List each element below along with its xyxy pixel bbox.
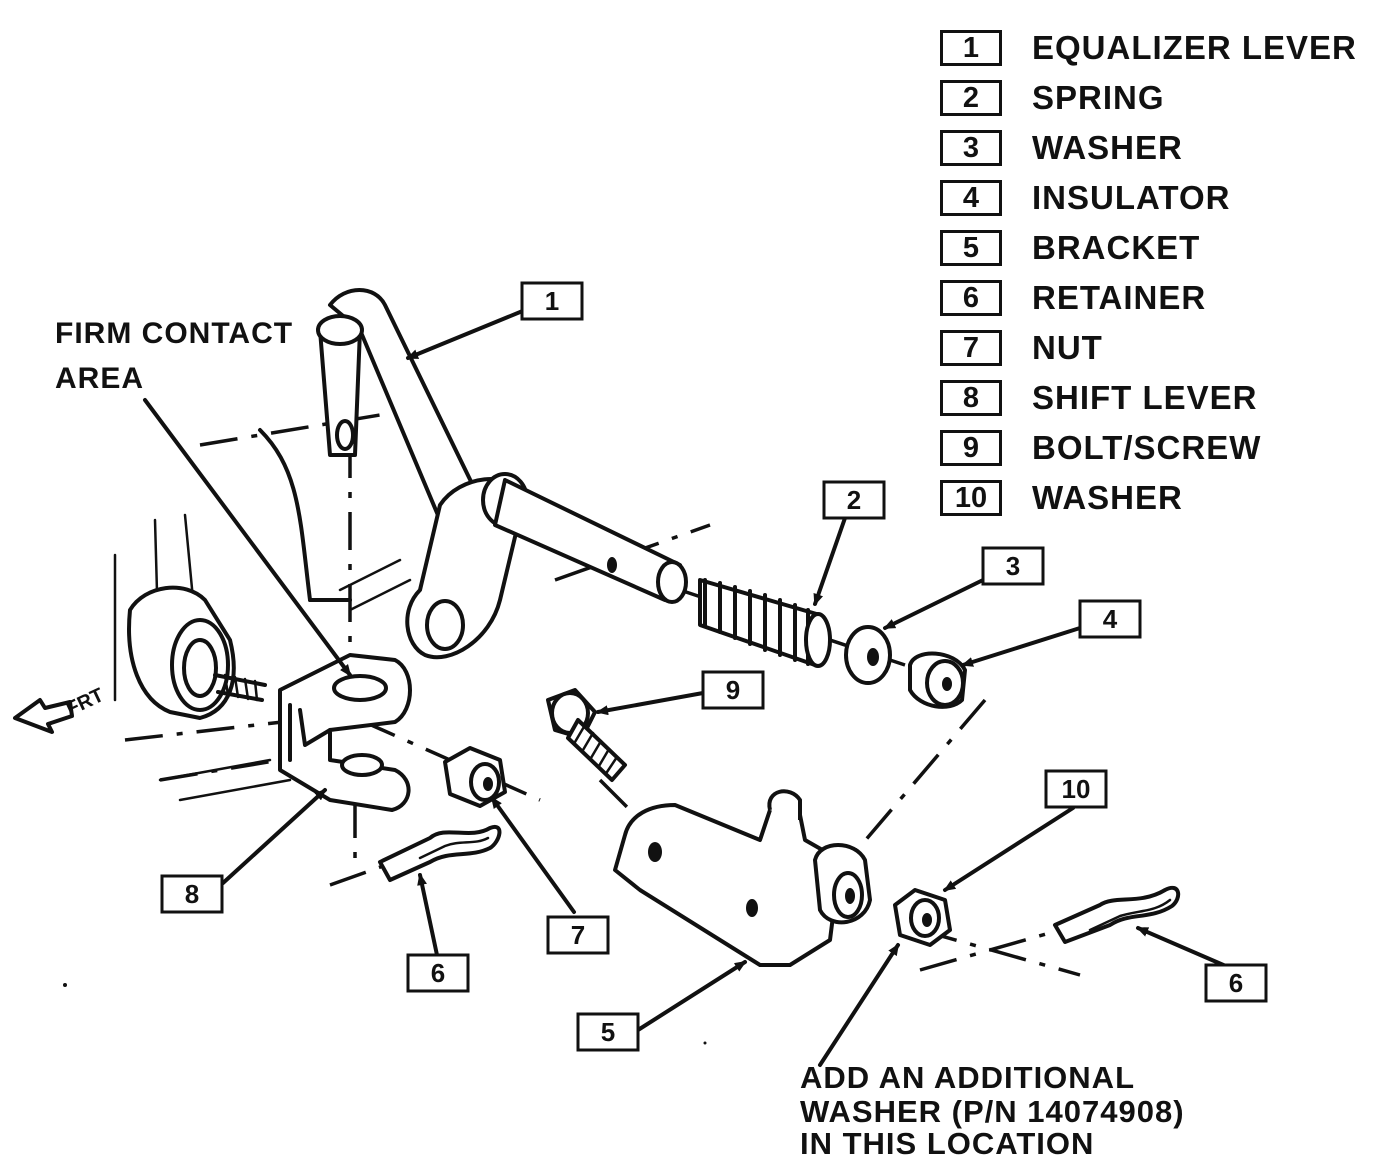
- legend-row: 9 BOLT/SCREW: [940, 428, 1261, 468]
- callout-6-right: 6: [1204, 963, 1268, 1003]
- callout-5: 5: [576, 1012, 640, 1052]
- legend-row: 7 NUT: [940, 328, 1103, 368]
- legend-label: NUT: [1032, 329, 1103, 366]
- legend-number: 4: [940, 180, 1002, 216]
- legend-label: SHIFT LEVER: [1032, 379, 1258, 416]
- callout-9: 9: [701, 670, 765, 710]
- callout-7: 7: [546, 915, 610, 955]
- note-line-3: IN THIS LOCATION: [800, 1126, 1095, 1161]
- shift-lever: [278, 653, 412, 812]
- svg-text:6: 6: [1229, 968, 1243, 998]
- note-line-2: WASHER (P/N 14074908): [800, 1094, 1185, 1129]
- spring: [698, 578, 832, 668]
- svg-text:2: 2: [847, 485, 861, 515]
- legend-row: 6 RETAINER: [940, 278, 1206, 318]
- legend-number: 6: [940, 280, 1002, 316]
- nut-7: [443, 746, 507, 808]
- svg-text:4: 4: [1103, 604, 1118, 634]
- svg-text:9: 9: [726, 675, 740, 705]
- legend-label: RETAINER: [1032, 279, 1207, 316]
- svg-text:3: 3: [1006, 551, 1020, 581]
- legend-number: 3: [940, 130, 1002, 166]
- insulator: [908, 651, 967, 709]
- retainer-right: [1053, 886, 1181, 944]
- legend-number: 1: [940, 30, 1002, 66]
- legend-number: 7: [940, 330, 1002, 366]
- legend-number: 5: [940, 230, 1002, 266]
- frt-label: FRT: [63, 684, 108, 720]
- legend-label: BOLT/SCREW: [1032, 429, 1262, 466]
- washer-3: [844, 625, 892, 685]
- legend-number: 10: [940, 480, 1002, 516]
- svg-text:5: 5: [601, 1017, 615, 1047]
- bracket: [613, 789, 872, 967]
- callout-8: 8: [160, 874, 224, 914]
- callout-1: 1: [520, 281, 584, 321]
- legend-row: 8 SHIFT LEVER: [940, 378, 1258, 418]
- firm-contact-label-line1: FIRM CONTACT: [55, 317, 293, 350]
- retainer-left: [378, 824, 502, 882]
- legend-label: INSULATOR: [1032, 179, 1231, 216]
- bolt-screw: [546, 688, 627, 782]
- legend-row: 4 INSULATOR: [940, 178, 1230, 218]
- svg-text:8: 8: [185, 879, 199, 909]
- svg-text:10: 10: [1062, 774, 1091, 804]
- legend-row: 1 EQUALIZER LEVER: [940, 28, 1357, 68]
- legend-row: 5 BRACKET: [940, 228, 1200, 268]
- equalizer-lever: [316, 288, 688, 660]
- washer-10: [893, 888, 952, 947]
- svg-text:1: 1: [545, 286, 559, 316]
- legend-row: 2 SPRING: [940, 78, 1165, 118]
- legend-number: 2: [940, 80, 1002, 116]
- leader-arrows: [143, 308, 1237, 1067]
- legend-row: 3 WASHER: [940, 128, 1183, 168]
- legend-label: WASHER: [1032, 479, 1183, 516]
- callout-3: 3: [981, 546, 1045, 586]
- callout-4: 4: [1078, 599, 1142, 639]
- housing-boss: [127, 585, 267, 720]
- callout-2: 2: [822, 480, 886, 520]
- legend-label: SPRING: [1032, 79, 1165, 116]
- note-line-1: ADD AN ADDITIONAL: [800, 1060, 1136, 1095]
- front-direction-arrow: FRT: [13, 684, 108, 734]
- firm-contact-label-line2: AREA: [55, 362, 144, 395]
- svg-text:7: 7: [571, 920, 585, 950]
- legend-number: 8: [940, 380, 1002, 416]
- legend-row: 10 WASHER: [940, 478, 1183, 518]
- legend-number: 9: [940, 430, 1002, 466]
- legend-label: EQUALIZER LEVER: [1032, 29, 1357, 66]
- legend-label: WASHER: [1032, 129, 1183, 166]
- callout-6-left: 6: [406, 953, 470, 993]
- callout-10: 10: [1044, 769, 1108, 809]
- svg-text:6: 6: [431, 958, 445, 988]
- legend-label: BRACKET: [1032, 229, 1201, 266]
